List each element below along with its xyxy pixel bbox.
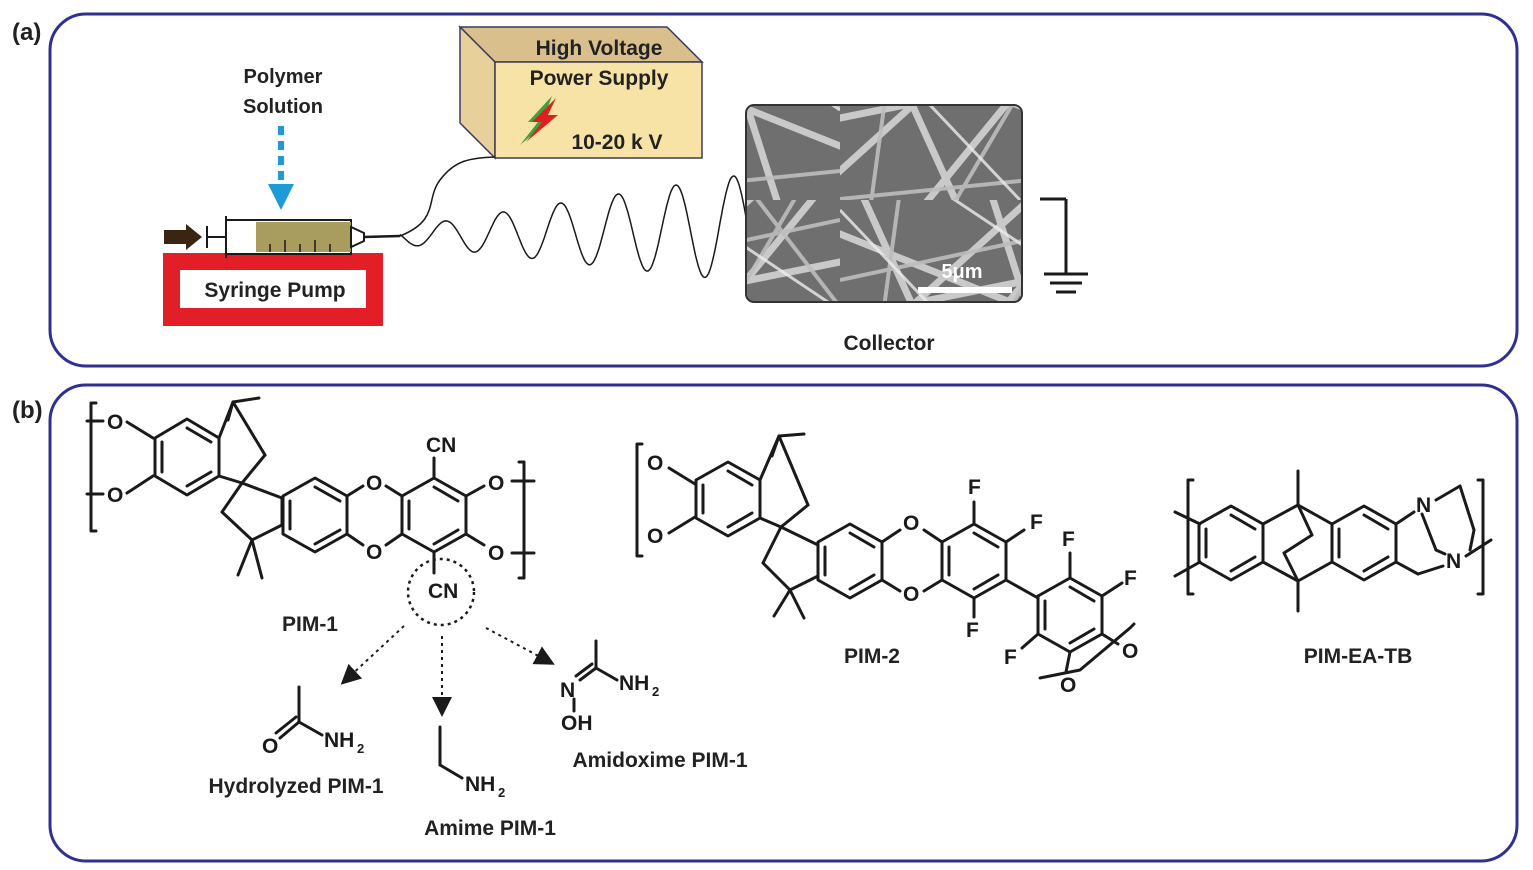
pim2-f: F xyxy=(968,476,981,499)
pim1-structure: O O O O O O CN CN xyxy=(85,396,536,627)
amime-nh: NH xyxy=(465,773,495,796)
power-supply-label-2: Power Supply xyxy=(530,67,669,90)
power-supply-label-1: High Voltage xyxy=(536,37,663,60)
amime-sub2: 2 xyxy=(498,785,505,800)
pim2-o: O xyxy=(1060,674,1076,697)
feed-arrow-icon xyxy=(268,126,294,210)
pim1-o: O xyxy=(366,541,382,564)
ground-icon xyxy=(1040,197,1088,294)
amime-label: Amime PIM-1 xyxy=(424,817,556,840)
pim-ea-tb-structure: N N xyxy=(1173,469,1493,613)
pim2-o: O xyxy=(647,525,663,548)
panel-a-frame xyxy=(48,12,1519,368)
panel-b-frame xyxy=(48,383,1519,863)
pim2-o: O xyxy=(647,452,663,475)
pim2-o: O xyxy=(1122,640,1138,663)
pim2-f: F xyxy=(1124,567,1137,590)
electrospinning-jet xyxy=(399,175,747,279)
panel-b-label: (b) xyxy=(12,397,43,424)
scale-bar xyxy=(918,287,1012,293)
amime-fragment: NH 2 xyxy=(438,725,505,800)
cn-highlight-circle xyxy=(406,557,476,627)
panel-a-label: (a) xyxy=(12,19,41,46)
tb-n: N xyxy=(1446,550,1461,573)
pim2-f: F xyxy=(1004,646,1017,669)
pim1-cn: CN xyxy=(426,434,456,457)
voltage-label: 10-20 k V xyxy=(571,131,662,154)
hydrolyzed-label: Hydrolyzed PIM-1 xyxy=(208,775,383,798)
syringe-pump-label: Syringe Pump xyxy=(204,279,345,302)
amidoxime-sub2: 2 xyxy=(652,684,659,699)
pim2-o: O xyxy=(903,583,919,606)
collector-label: Collector xyxy=(843,332,934,355)
amidoxime-fragment: N NH 2 OH xyxy=(560,639,659,735)
hydrolyzed-fragment: O NH 2 xyxy=(262,685,364,758)
pim1-o: O xyxy=(488,472,504,495)
hydrolyzed-nh: NH xyxy=(324,729,354,752)
syringe-pump-label-box xyxy=(180,270,366,308)
polymer-solution-label-2: Solution xyxy=(243,96,323,118)
tb-n: N xyxy=(1416,494,1431,517)
power-supply-box xyxy=(458,25,704,160)
pim-ea-tb-label: PIM-EA-TB xyxy=(1304,645,1413,668)
high-voltage-wire xyxy=(399,156,496,237)
pim2-f: F xyxy=(1062,528,1075,551)
amidoxime-nh: NH xyxy=(619,672,649,695)
hydrolyzed-o: O xyxy=(262,735,278,758)
pim1-label: PIM-1 xyxy=(282,613,338,636)
pim2-label: PIM-2 xyxy=(844,645,900,668)
amidoxime-label: Amidoxime PIM-1 xyxy=(572,749,747,772)
polymer-solution-label-1: Polymer xyxy=(244,66,323,88)
scale-bar-label: 5μm xyxy=(941,261,982,283)
derivative-arrows xyxy=(340,625,555,717)
syringe-icon xyxy=(206,216,401,258)
pim2-f: F xyxy=(1030,511,1043,534)
hydrolyzed-sub2: 2 xyxy=(357,741,364,756)
pim1-cn: CN xyxy=(428,580,458,603)
collector-sem-image xyxy=(745,104,1023,303)
pim2-o: O xyxy=(903,512,919,535)
pim1-o: O xyxy=(488,542,504,565)
pim1-o: O xyxy=(366,472,382,495)
pim1-o: O xyxy=(107,484,123,507)
pim1-o: O xyxy=(107,411,123,434)
push-arrow-icon xyxy=(164,224,202,250)
pim2-f: F xyxy=(966,619,979,642)
lightning-icon xyxy=(520,96,558,145)
pim2-structure: O O O O O O F F F F F F xyxy=(635,432,1138,697)
amidoxime-oh: OH xyxy=(561,712,593,735)
amidoxime-n: N xyxy=(560,679,575,702)
